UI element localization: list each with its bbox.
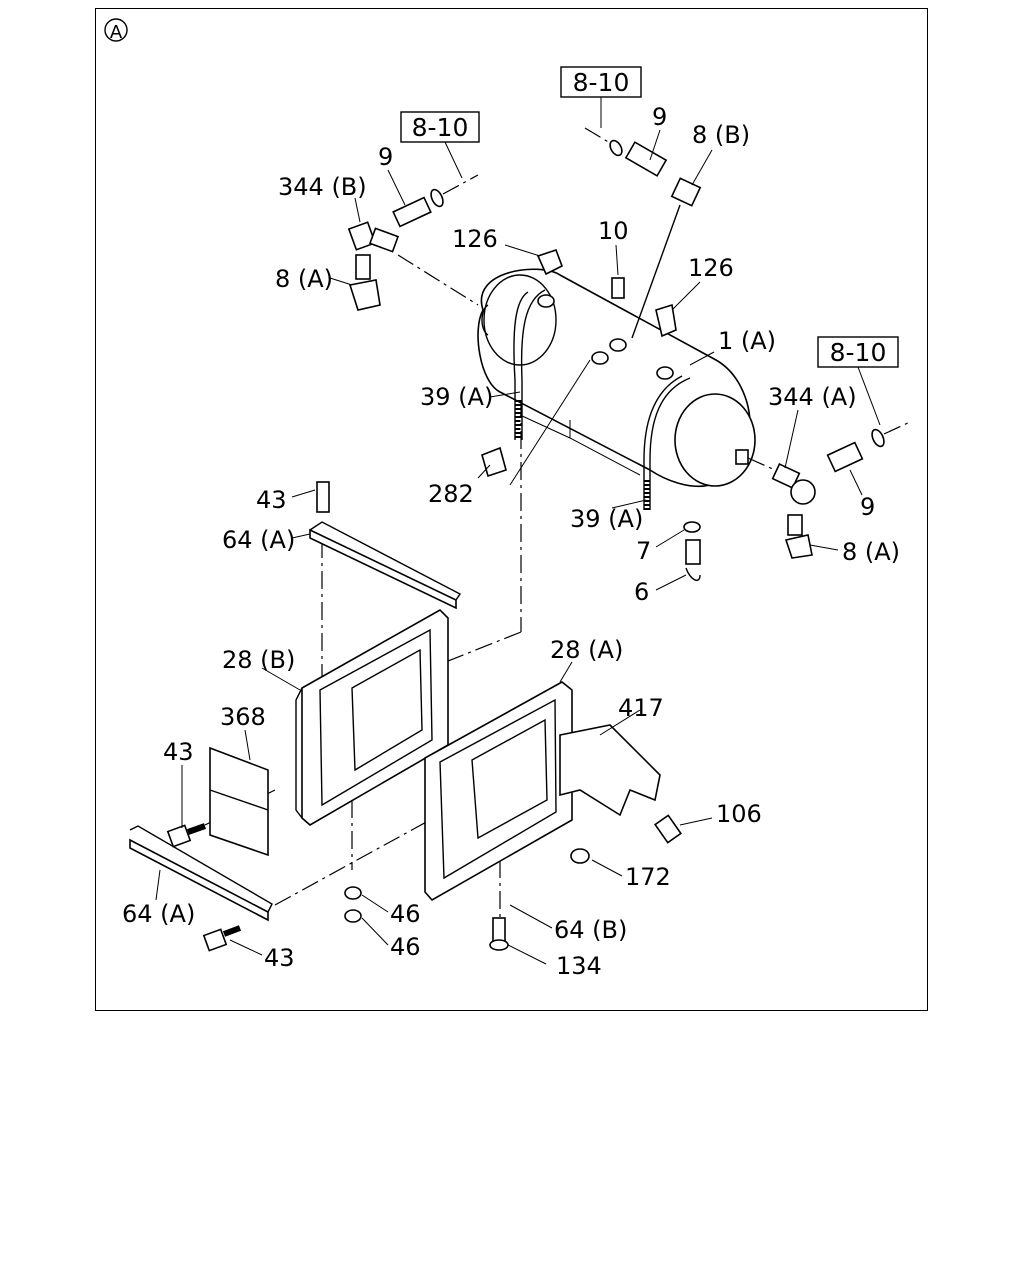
callout-46: 46 <box>390 933 421 961</box>
diagram-frame <box>95 8 928 1011</box>
callout-344b: 344 (B) <box>278 173 367 201</box>
callout-8a: 8 (A) <box>842 538 900 566</box>
section-mark-letter: A <box>110 22 123 43</box>
callout-344a: 344 (A) <box>768 383 857 411</box>
reference-box-top-left: 8-10 <box>400 111 480 143</box>
callout-134: 134 <box>556 952 602 980</box>
valve-9-8b-group <box>584 127 702 339</box>
callout-1a: 1 (A) <box>718 327 776 355</box>
section-mark: A <box>104 18 128 43</box>
bracket-417 <box>559 724 661 817</box>
bolt-43-mid <box>166 823 206 848</box>
reference-box-top-center: 8-10 <box>560 66 642 98</box>
callout-43: 43 <box>163 738 194 766</box>
bracket-28b <box>295 609 449 826</box>
valve-344b-group <box>347 174 479 311</box>
callout-6: 6 <box>634 578 649 606</box>
bracket-64a-top <box>309 481 462 610</box>
callout-368: 368 <box>220 703 266 731</box>
callout-64b: 64 (B) <box>554 916 627 944</box>
callout-172: 172 <box>625 863 671 891</box>
callout-126: 126 <box>688 254 734 282</box>
callout-282: 282 <box>428 480 474 508</box>
callout-43: 43 <box>256 486 287 514</box>
callout-8b: 8 (B) <box>692 121 750 149</box>
bolt-134 <box>489 917 509 951</box>
callout-labels: 9 344 (B) 8 (A) 126 9 8 (B) 10 126 1 (A)… <box>122 103 900 980</box>
drain-valve <box>481 446 701 582</box>
valve-344a-group <box>747 421 911 559</box>
bolt-106 <box>654 814 682 844</box>
bolt-43-bottom <box>202 925 242 952</box>
fittings-top <box>536 248 677 338</box>
reference-label: 8-10 <box>573 68 630 97</box>
callout-8a: 8 (A) <box>275 265 333 293</box>
plate-368 <box>209 746 269 857</box>
nut-172 <box>570 848 590 864</box>
callout-39a: 39 (A) <box>570 505 643 533</box>
bracket-64a-bottom <box>129 825 273 922</box>
callout-39a: 39 (A) <box>420 383 493 411</box>
air-tank <box>477 268 756 510</box>
callout-106: 106 <box>716 800 762 828</box>
callout-9: 9 <box>860 493 875 521</box>
callout-64a: 64 (A) <box>122 900 195 928</box>
reference-label: 8-10 <box>412 113 469 142</box>
callout-10: 10 <box>598 217 629 245</box>
callout-9: 9 <box>378 143 393 171</box>
callout-28b: 28 (B) <box>222 646 295 674</box>
leader-lines <box>155 129 863 965</box>
reference-label: 8-10 <box>830 338 887 367</box>
callout-7: 7 <box>636 537 651 565</box>
bracket-28a <box>424 681 573 902</box>
callout-417: 417 <box>618 694 664 722</box>
callout-64a: 64 (A) <box>222 526 295 554</box>
callout-9: 9 <box>652 103 667 131</box>
callout-43: 43 <box>264 944 295 972</box>
callout-28a: 28 (A) <box>550 636 623 664</box>
callout-126: 126 <box>452 225 498 253</box>
nuts-46 <box>344 886 362 923</box>
reference-box-right: 8-10 <box>817 336 899 368</box>
callout-46: 46 <box>390 900 421 928</box>
